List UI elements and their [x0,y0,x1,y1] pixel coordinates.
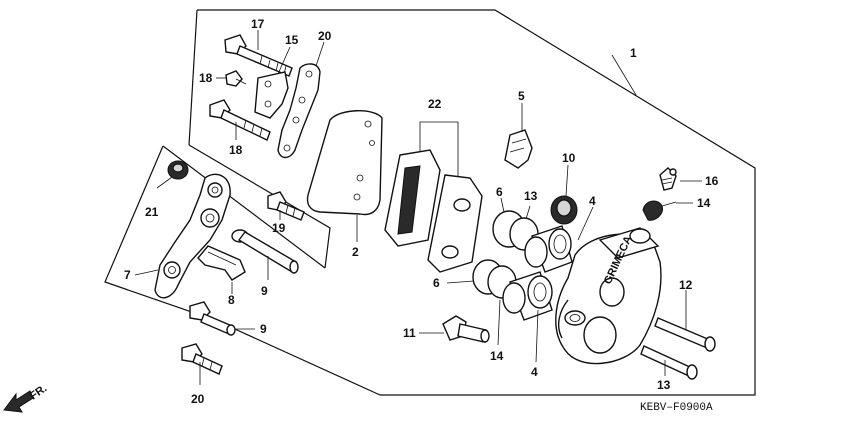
callout-4b: 4 [531,365,538,379]
pin-bolt-9 [189,301,236,336]
slide-pin-upper [654,317,716,352]
shim-plate [277,63,321,159]
mounting-bracket-frame [104,145,381,396]
callout-18b: 18 [229,143,243,157]
leader-4a [577,206,594,241]
leader-13b [497,299,501,346]
callout-17: 16 [705,174,719,188]
callout-6b: 6 [433,276,440,290]
bracket-spring [197,245,246,281]
caliper-bolt-11 [442,315,490,343]
callout-14a: 12 [679,278,693,292]
retainer-plate [254,71,289,119]
callout-9-label: 9 [260,322,267,336]
callout-15: 15 [285,33,299,47]
caliper-bracket [154,173,231,299]
mounting-bracket-frame-top [162,145,326,269]
callout-5: 5 [518,89,525,103]
callout-23: 22 [428,97,442,111]
callout-18a: 17 [251,17,265,31]
leader-13a [525,205,531,220]
leader-1 [611,54,637,96]
callout-8: 8 [228,293,235,307]
callout-21: 20 [318,29,332,43]
slide-pin-lower [640,345,698,380]
assembly-frame-upper [197,9,756,396]
pin-boot [550,195,578,225]
callout-16: 14 [697,196,711,210]
assembly-frame-left-edge [188,9,198,146]
callout-6a: 6 [496,185,503,199]
bolt-18-lower [209,99,271,141]
callout-13a: 13 [524,189,538,203]
leader-15 [277,46,291,75]
callout-1: 1 [630,46,637,60]
collar [167,160,189,180]
callout-20b: 20 [191,392,205,406]
callout-14b: 13 [657,378,671,392]
leader-7 [134,269,159,276]
pad-spring [504,129,533,169]
callout-2: 2 [352,245,359,259]
leader-6b [446,280,475,284]
callout-4a: 4 [589,194,596,208]
piston-lower [502,271,553,321]
front-direction-marker: FR. [3,382,49,413]
callout-20a: 19 [272,221,286,235]
callout-10: 9 [261,284,268,298]
piston-upper [524,225,573,273]
bolt-20-lower [181,343,223,375]
callout-7: 7 [124,268,131,282]
brake-pad-inner [384,149,441,247]
callout-19: 18 [199,71,213,85]
callout-22: 21 [145,205,159,219]
brake-pad-outer [427,174,483,273]
bolt-20-upper [267,191,305,221]
leader-21 [315,41,325,67]
assembly-frame-right-bottom [188,144,331,269]
callout-11: 11 [403,326,416,340]
leader-12 [565,164,569,197]
caliper-body: GRIMECA [555,227,662,365]
leader-23 [419,121,459,177]
bracket-pin-10 [231,229,299,274]
callout-13b: 14 [490,349,504,363]
leader-22 [156,176,173,189]
leader-6a [500,197,505,213]
bleeder-valve [659,167,677,191]
callout-12: 10 [562,151,576,165]
bolt-18-upper [224,34,293,77]
bolt-19 [225,70,247,87]
leader-4b [535,309,539,363]
bleeder-cap [642,200,677,221]
pad-shim [306,110,383,216]
diagram-code: KEBV–F0900A [640,402,713,414]
